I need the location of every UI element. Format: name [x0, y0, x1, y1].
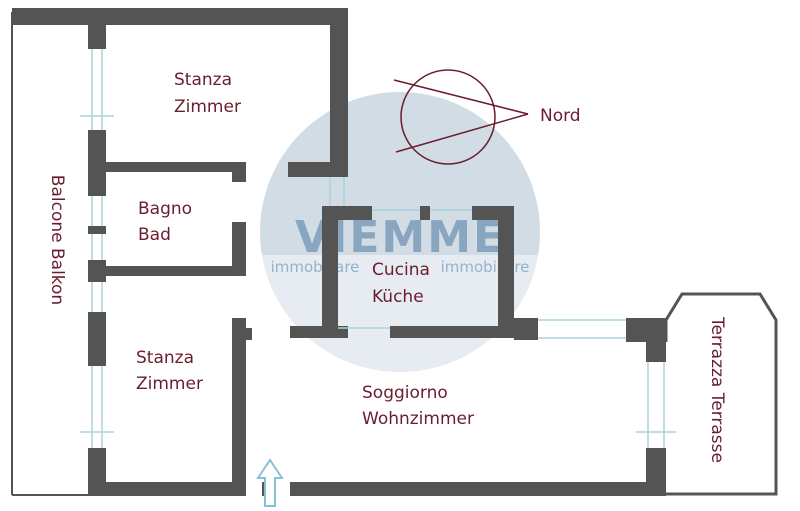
stanza-top-label-de: Zimmer: [174, 97, 241, 117]
bagno-label-it: Bagno: [138, 199, 192, 219]
entrance-arrow-icon: [256, 458, 284, 507]
watermark-tagline-right: immobiliare: [441, 258, 530, 276]
terrazza-label: Terrazza Terrasse: [707, 316, 727, 463]
watermark-tagline-left: immobiliare: [271, 258, 360, 276]
watermark-band: [260, 255, 540, 375]
cucina-label-it: Cucina: [372, 260, 430, 280]
soggiorno-label-de: Wohnzimmer: [362, 409, 474, 429]
walls: [12, 8, 666, 496]
stanza-bottom-label-de: Zimmer: [136, 374, 203, 394]
cucina-label-de: Küche: [372, 287, 424, 307]
stanza-bottom-label-it: Stanza: [136, 348, 194, 368]
bagno-label-de: Bad: [138, 225, 171, 245]
compass-label: Nord: [540, 106, 581, 126]
terrace-outline: [664, 292, 778, 496]
north-compass-icon: [393, 69, 529, 165]
balcone-label: Balcone Balkon: [47, 175, 67, 305]
windows: [80, 49, 676, 448]
stanza-top-label-it: Stanza: [174, 70, 232, 90]
soggiorno-label-it: Soggiorno: [362, 383, 448, 403]
